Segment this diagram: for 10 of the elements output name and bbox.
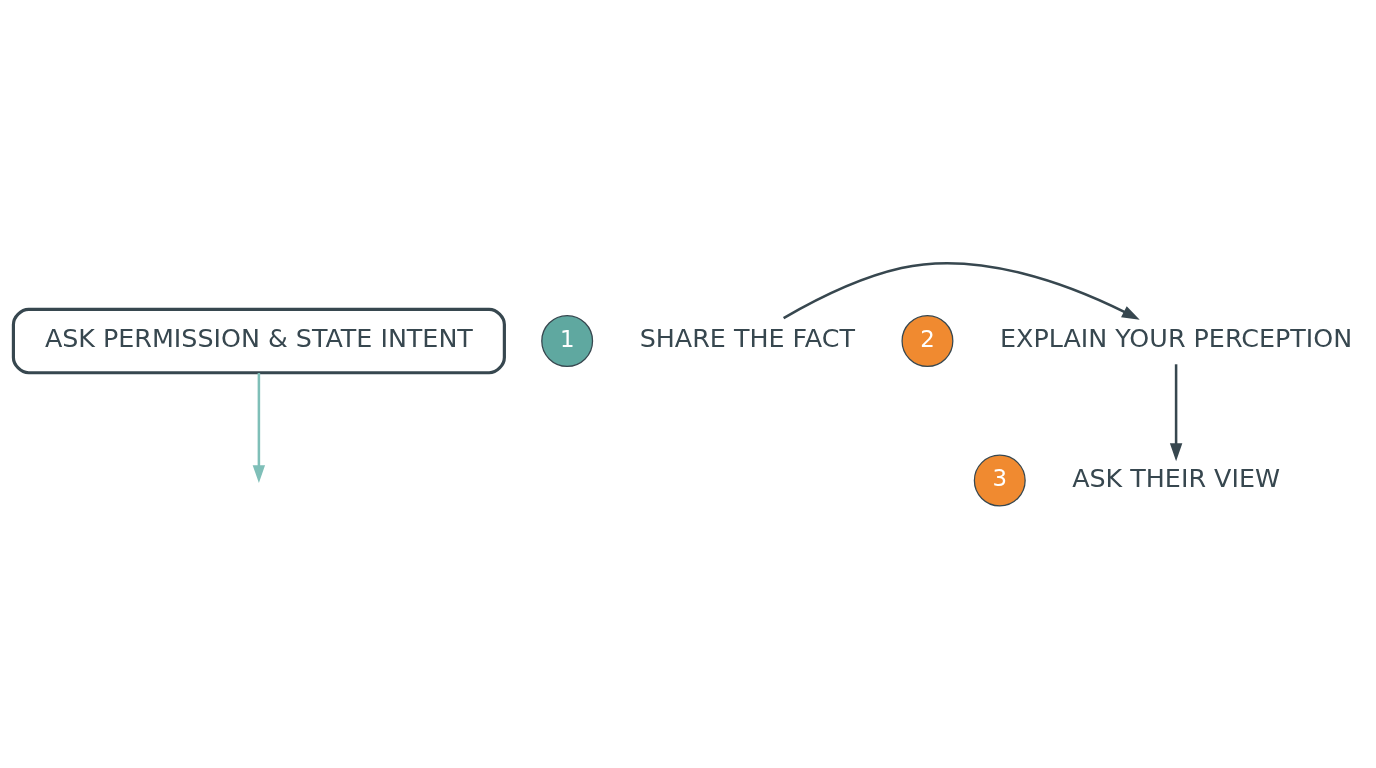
node-circle: 1 [541, 314, 594, 367]
arrow [252, 372, 266, 483]
node-text: EXPLAIN YOUR PERCEPTION [1000, 322, 1353, 353]
node-circle: 2 [901, 314, 954, 367]
node-box: ASK PERMISSION & STATE INTENT [11, 307, 506, 374]
node-text: SHARE THE FACT [639, 322, 855, 353]
arrow [1169, 363, 1183, 461]
node-circle: 3 [973, 454, 1026, 507]
arrow [783, 261, 1140, 320]
node-text: ASK THEIR VIEW [1072, 462, 1281, 493]
